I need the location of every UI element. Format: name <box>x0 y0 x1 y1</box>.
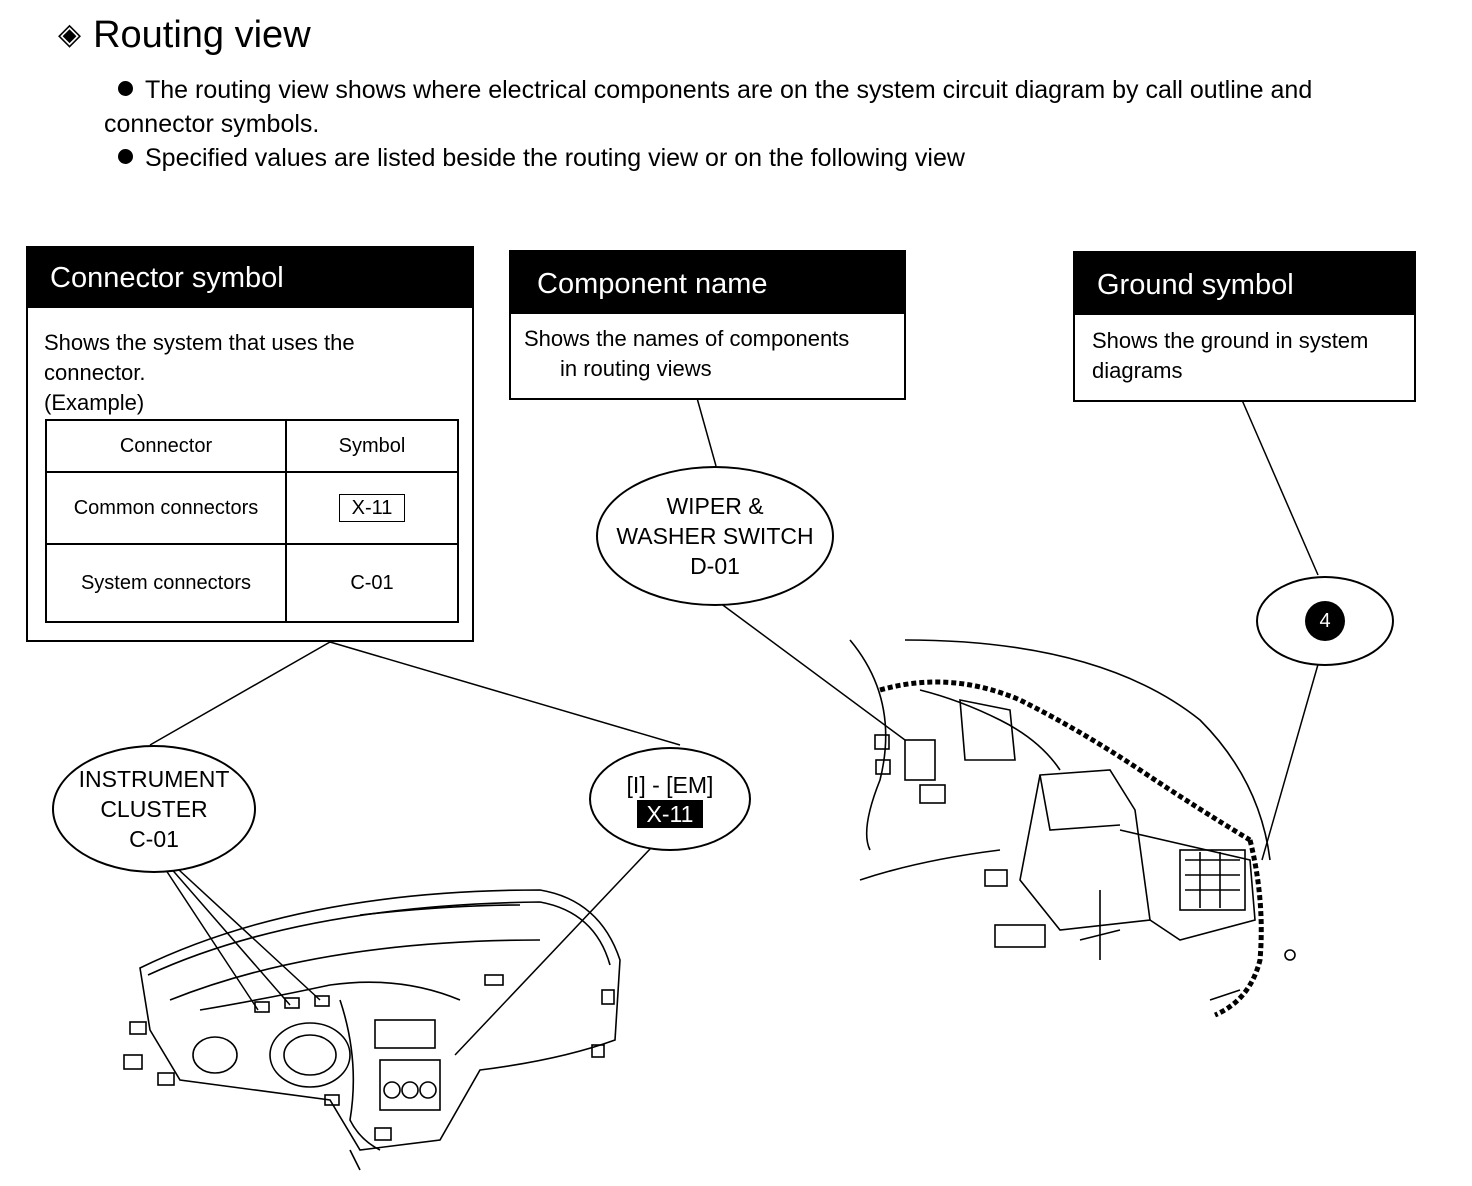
bullet-continuation: connector symbols. <box>104 110 319 139</box>
callout-text: INSTRUMENT <box>78 766 230 792</box>
leader-line <box>149 641 331 746</box>
boxed-connector-code: X-11 <box>338 494 406 522</box>
dashboard-drawing <box>123 889 621 1171</box>
ground-symbol-panel: Ground symbol Shows the ground in system… <box>1073 251 1416 402</box>
bullet-dot-icon <box>118 149 133 164</box>
common-symbol-cell: X-11 <box>285 471 459 545</box>
example-label: (Example) <box>44 390 145 415</box>
ground-description-line: diagrams <box>1092 358 1183 383</box>
engine-bay-drawing <box>849 639 1296 1018</box>
bullet-text: The routing view shows where electrical … <box>145 76 1313 104</box>
instrument-cluster-callout: INSTRUMENT CLUSTER C-01 <box>52 745 256 873</box>
page-title-text: Routing view <box>93 14 311 56</box>
callout-code: C-01 <box>129 826 179 852</box>
wiper-washer-switch-callout: WIPER & WASHER SWITCH D-01 <box>596 466 834 606</box>
connector-symbol-panel: Connector symbol Shows the system that u… <box>26 246 474 642</box>
bullet-dot-icon <box>118 81 133 96</box>
callout-text: [I] - [EM] <box>626 772 714 798</box>
ground-description-line: Shows the ground in system <box>1092 328 1369 353</box>
callout-text: WIPER & <box>666 493 764 519</box>
connector-symbol-heading: Connector symbol <box>28 248 472 308</box>
component-description-line: in routing views <box>560 356 712 381</box>
connector-code-callout: [I] - [EM] X-11 <box>589 747 751 851</box>
component-name-heading: Component name <box>511 252 904 314</box>
component-name-panel: Component name Shows the names of compon… <box>509 250 906 400</box>
connector-description-line: Shows the system that uses the <box>44 330 355 355</box>
ground-symbol-heading: Ground symbol <box>1075 253 1414 315</box>
system-connectors-cell: System connectors <box>45 543 287 623</box>
system-symbol-cell: C-01 <box>285 543 459 623</box>
column-header-connector: Connector <box>45 419 287 473</box>
bullet-text: connector symbols. <box>104 110 320 138</box>
diamond-bullet-icon: ◈ <box>58 18 82 51</box>
example-table: Connector Symbol Common connectors X-11 … <box>45 419 459 623</box>
bullet-item: Specified values are listed beside the r… <box>118 144 965 173</box>
column-header-symbol: Symbol <box>285 419 459 473</box>
component-description-line: Shows the names of components <box>524 326 850 351</box>
callout-text: WASHER SWITCH <box>616 523 814 549</box>
ground-callout: 4 <box>1256 576 1394 666</box>
ground-number-badge: 4 <box>1305 601 1345 641</box>
connector-description-line: connector. <box>44 360 146 385</box>
callout-code: D-01 <box>690 553 740 579</box>
common-connectors-cell: Common connectors <box>45 471 287 545</box>
bullet-text: Specified values are listed beside the r… <box>145 144 965 172</box>
inverse-connector-code: X-11 <box>636 800 704 828</box>
callout-text: CLUSTER <box>100 796 208 822</box>
bullet-item: The routing view shows where electrical … <box>118 76 1312 105</box>
page-title: ◈ Routing view <box>58 14 311 57</box>
